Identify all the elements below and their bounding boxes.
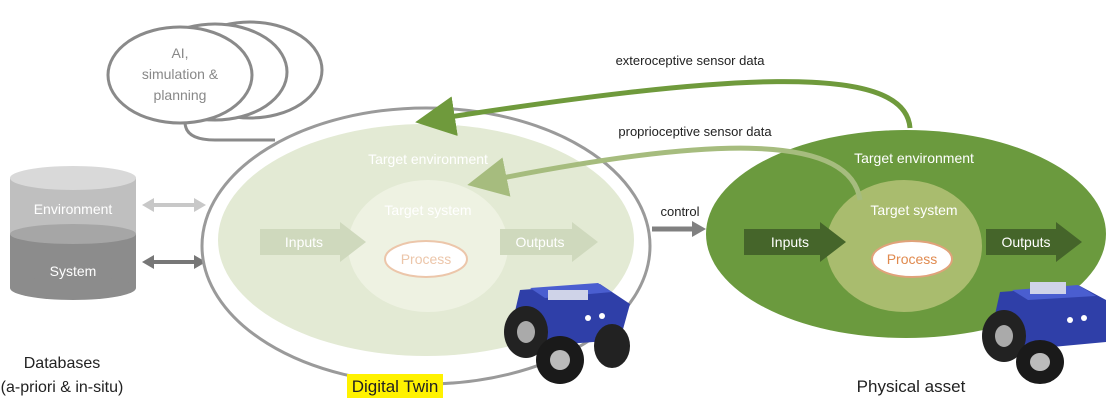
pa-inputs-label: Inputs [771,234,809,250]
ai-label-line2: simulation & [142,66,219,82]
db-caption-line2: (a-priori & in-situ) [1,379,124,396]
control-arrow [652,221,706,237]
db-environment-label: Environment [34,201,113,217]
exteroceptive-arrow [415,79,913,136]
dt-caption-highlight [347,374,443,398]
dt-target-system: Target system [384,202,471,218]
dt-process-label: Process [401,251,452,267]
robot-icon-digital-twin [504,283,630,384]
db-system-label: System [50,263,97,279]
ai-label-line3: planning [154,87,207,103]
pa-process-label: Process [887,251,938,267]
db-system-arrow [142,255,206,269]
pa-process-oval [871,240,953,278]
ai-label-line1: AI, [171,45,188,61]
dt-process-oval [384,240,468,278]
physical-asset: Target environment Target system Inputs … [706,130,1106,338]
dt-caption: Digital Twin [352,377,439,396]
dt-inputs-arrow [260,222,366,262]
database-cylinder: Environment System [10,166,136,300]
proprioceptive-arrow [467,145,863,201]
dt-outputs-label: Outputs [515,234,564,250]
dt-inputs-label: Inputs [285,234,323,250]
ai-connector [183,121,275,142]
pa-caption: Physical asset [857,377,966,396]
proprioceptive-label: proprioceptive sensor data [618,124,772,139]
pa-outputs-arrow [986,222,1082,262]
robot-icon-physical-asset [982,282,1106,384]
db-environment-arrow [142,198,206,212]
pa-target-system: Target system [870,202,957,218]
control-label: control [660,204,699,219]
pa-inputs-arrow [744,222,846,262]
dt-outputs-arrow [500,222,598,262]
ai-simulation-planning-stack: AI, simulation & planning [106,20,324,125]
dt-target-environment: Target environment [368,151,488,167]
db-caption-line1: Databases [24,355,101,372]
exteroceptive-label: exteroceptive sensor data [616,53,766,68]
pa-outputs-label: Outputs [1001,234,1050,250]
pa-target-environment: Target environment [854,150,974,166]
